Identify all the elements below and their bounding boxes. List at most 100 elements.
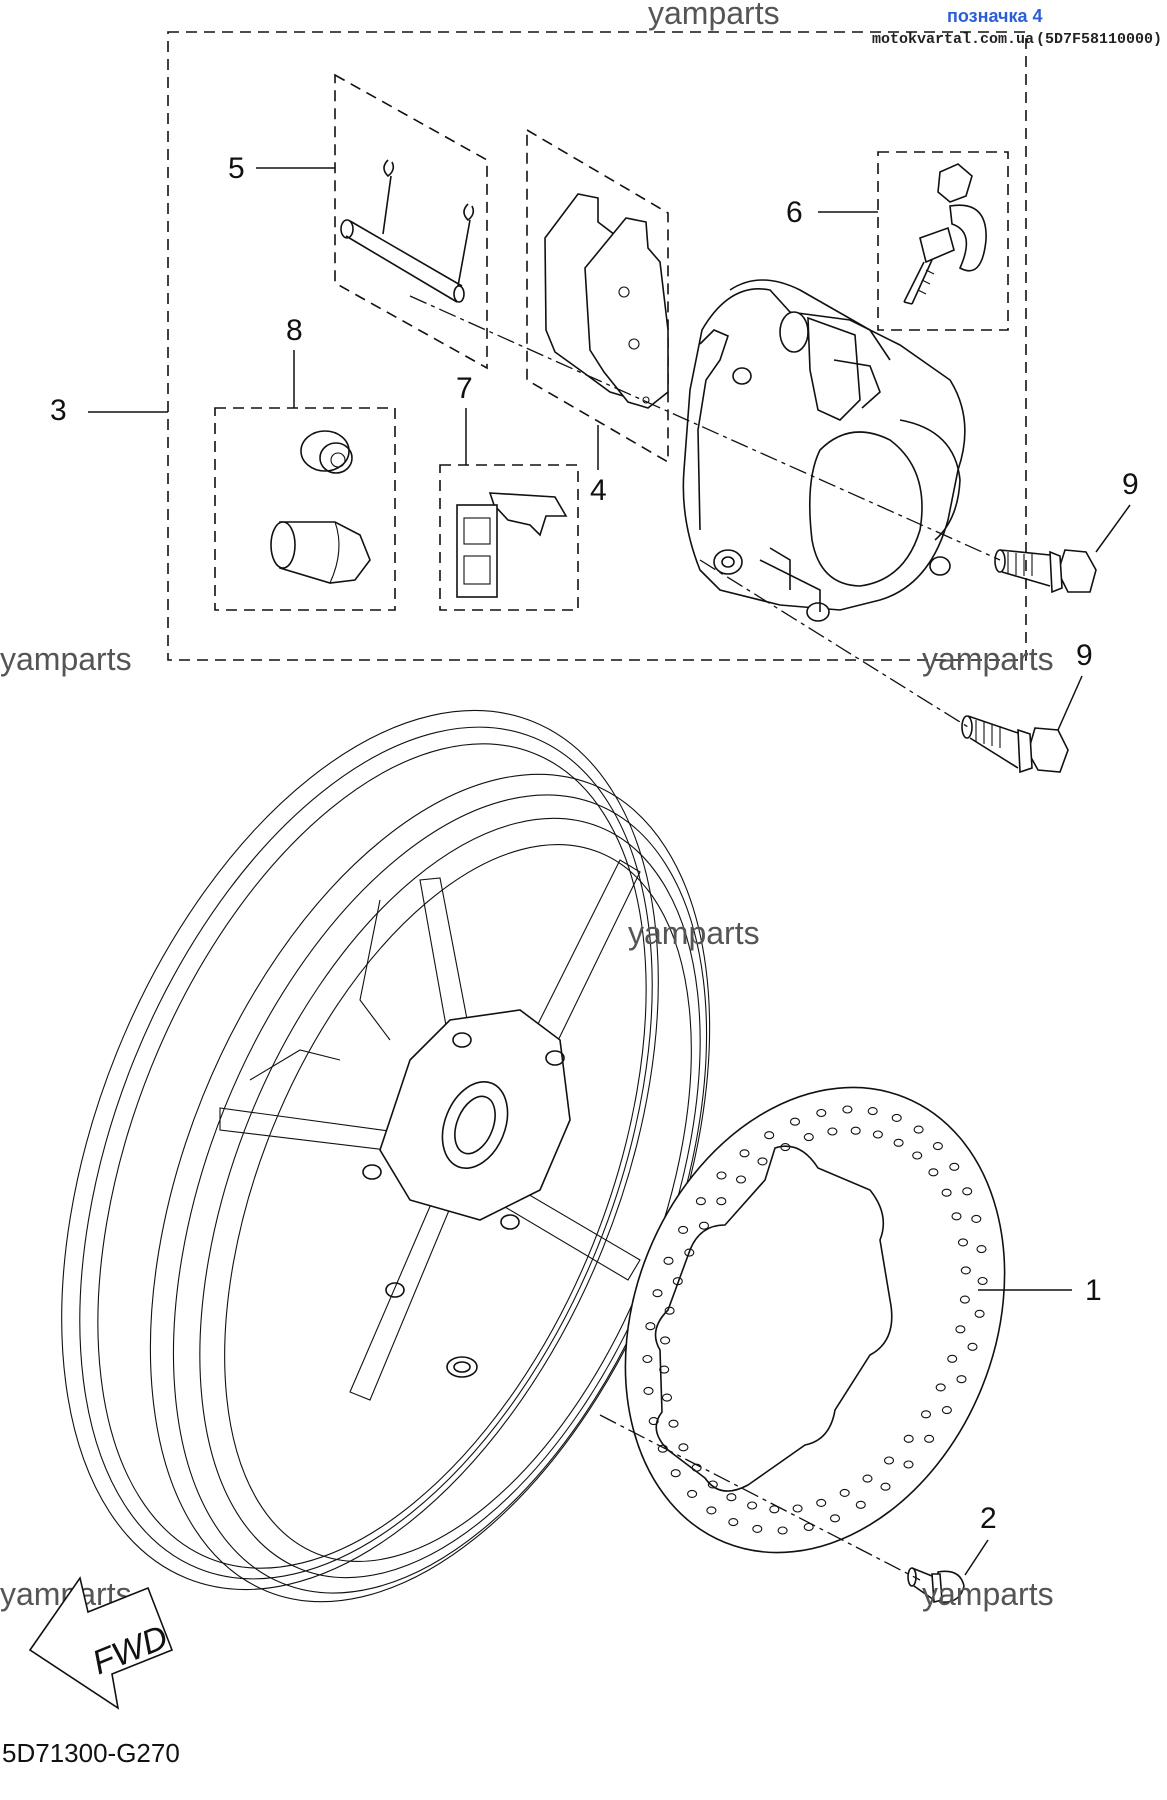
disc-hole [951, 1212, 962, 1221]
disc-hole [716, 1171, 727, 1180]
callout-2: 2 [980, 1502, 997, 1535]
disc-hole [920, 1410, 932, 1419]
disc-hole [728, 1518, 739, 1527]
disc-hole [839, 1488, 850, 1497]
disc-hole [867, 1107, 878, 1116]
disc-hole [955, 1325, 966, 1334]
label-tag: позначка 4 [947, 6, 1043, 26]
disc-hole [935, 1383, 946, 1392]
pad-spring-box [439, 464, 579, 611]
watermark-center: yamparts [628, 915, 760, 951]
disc-hole [816, 1498, 827, 1507]
disc-hole [643, 1386, 654, 1395]
disc-hole [941, 1188, 952, 1197]
disc-hole [659, 1365, 670, 1374]
disc-hole [789, 1117, 801, 1126]
disc-hole [642, 1354, 653, 1364]
callout-5: 5 [228, 152, 245, 185]
disc-hole [645, 1322, 656, 1331]
watermark-left: yamparts [0, 641, 132, 677]
disc-hole [652, 1289, 663, 1298]
disc-hole [752, 1524, 763, 1533]
disc-hole [657, 1444, 668, 1453]
diagram-code: 5D71300-G270 [2, 1738, 180, 1768]
pad-spring-drawing [456, 492, 568, 598]
disc-hole [956, 1375, 967, 1384]
disc-hole [726, 1493, 737, 1502]
disc-hole [670, 1469, 681, 1478]
bleed-screw-box [877, 151, 1009, 331]
brake-disc-drawing [624, 1086, 1006, 1554]
disc-hole [913, 1125, 924, 1134]
disc-hole [684, 1248, 695, 1257]
disc-hole [932, 1142, 943, 1151]
disc-hole [924, 1434, 935, 1443]
disc-hole [668, 1419, 679, 1428]
disc-hole [862, 1474, 873, 1483]
disc-hole [660, 1336, 671, 1345]
disc-hole [739, 1149, 750, 1158]
watermark-bottom-right: yamparts [922, 1576, 1054, 1612]
bleed-screw-drawing [903, 163, 987, 305]
brake-pad-box [526, 128, 669, 464]
callout-6: 6 [786, 196, 803, 229]
wheel-drawing [61, 709, 711, 1603]
callout-3: 3 [50, 394, 67, 427]
disc-hole [872, 1130, 883, 1139]
callout-9-lower: 9 [1076, 639, 1093, 672]
disc-hole [893, 1138, 904, 1147]
disc-holes [642, 1105, 988, 1535]
centerline-disc [599, 1414, 921, 1581]
disc-hole [903, 1460, 914, 1469]
caliper-assembly-box [167, 31, 1027, 661]
disc-hole [903, 1434, 914, 1443]
callout-4: 4 [590, 474, 607, 507]
disc-hole [648, 1417, 659, 1426]
leader-9-upper [1095, 504, 1131, 553]
centerline-lower [699, 559, 969, 728]
disc-hole [747, 1501, 758, 1510]
watermark-right: yamparts [922, 641, 1054, 677]
disc-bolt-drawing [907, 1567, 965, 1604]
disc-hole [880, 1482, 891, 1491]
disc-hole [672, 1277, 683, 1286]
disc-hole [957, 1238, 969, 1247]
part-code: (5D7F58110000) [1036, 31, 1162, 48]
disc-hole [707, 1480, 718, 1489]
disc-hole [959, 1295, 970, 1304]
disc-hole [803, 1133, 814, 1142]
watermark-top: yamparts [648, 0, 780, 31]
disc-hole [780, 1143, 791, 1152]
pad-pin-drawing [340, 159, 475, 303]
source-site: motokvartal.com.ua [872, 31, 1034, 48]
leader-9-lower [1057, 675, 1083, 731]
disc-hole [977, 1276, 988, 1286]
disc-hole [687, 1489, 698, 1498]
disc-hole [947, 1354, 958, 1363]
disc-hole [842, 1105, 853, 1114]
disc-hole [695, 1197, 706, 1206]
disc-hole [735, 1175, 747, 1184]
disc-hole [829, 1514, 841, 1523]
disc-hole [827, 1127, 838, 1136]
disc-hole [816, 1108, 827, 1118]
disc-hole [663, 1256, 674, 1265]
disc-hole [706, 1506, 717, 1515]
caps-drawing [270, 430, 371, 584]
disc-hole [883, 1456, 895, 1465]
leader-2 [964, 1539, 989, 1576]
caps-box [214, 407, 396, 611]
disc-hole [974, 1309, 985, 1318]
disc-hole [962, 1187, 973, 1196]
caliper-body-drawing [682, 279, 966, 622]
disc-hole [891, 1113, 902, 1122]
callout-1: 1 [1085, 1274, 1102, 1307]
disc-hole [661, 1393, 673, 1402]
disc-hole [850, 1126, 861, 1135]
disc-hole [928, 1168, 939, 1177]
disc-hole [764, 1131, 775, 1140]
disc-hole [716, 1197, 727, 1206]
disc-hole [698, 1221, 710, 1230]
disc-hole [678, 1443, 689, 1452]
